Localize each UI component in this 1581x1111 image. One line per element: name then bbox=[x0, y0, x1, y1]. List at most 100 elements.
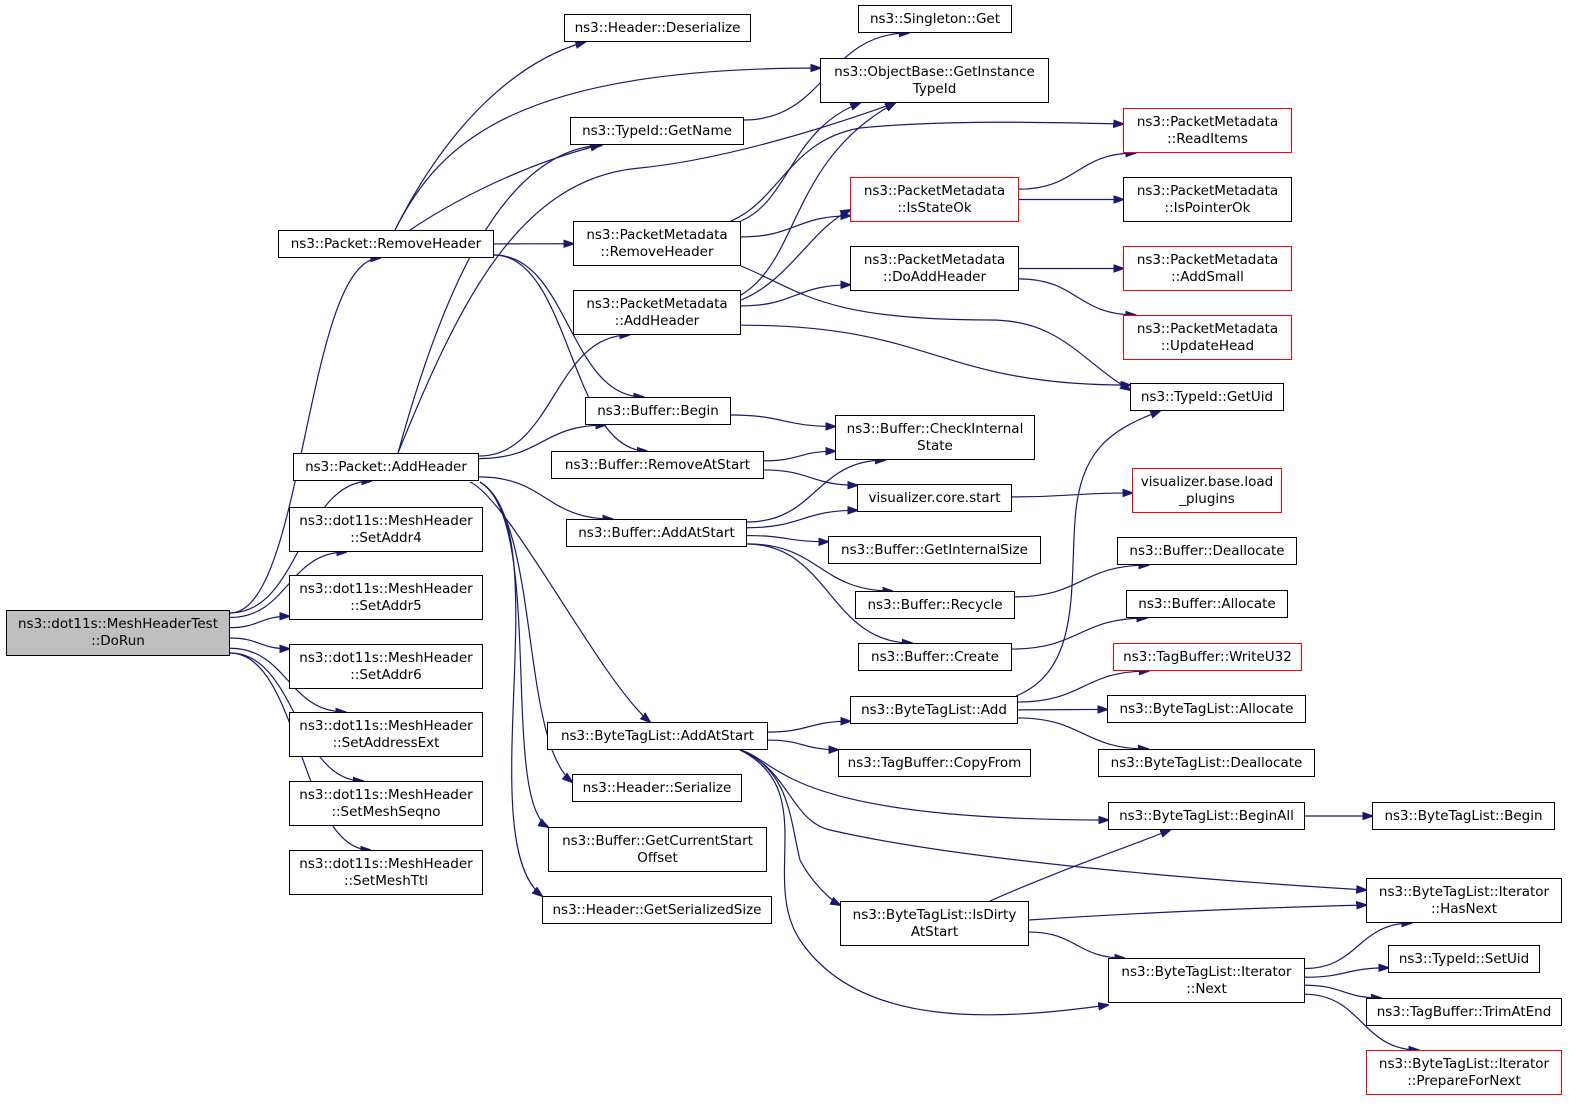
edge-btl_iter_next-to-btl_iter_prep bbox=[1304, 993, 1418, 1050]
node-buf-addatstart[interactable]: ns3::Buffer::AddAtStart bbox=[566, 519, 747, 547]
edge-btl_isdirty-to-btl_iter_hasnext bbox=[1028, 905, 1366, 921]
edge-btl_iter_next-to-btl_iter_hasnext bbox=[1304, 923, 1411, 970]
edge-dorun-to-setaddr4 bbox=[229, 552, 346, 619]
node-tb-copyfrom[interactable]: ns3::TagBuffer::CopyFrom bbox=[838, 749, 1031, 777]
edge-pkt_add-to-buf_getcurstart bbox=[479, 481, 548, 827]
edge-buf_begin-to-buf_checkinternal bbox=[730, 414, 835, 426]
node-setaddr4[interactable]: ns3::dot11s::MeshHeader ::SetAddr4 bbox=[289, 507, 483, 552]
node-typeid-getname[interactable]: ns3::TypeId::GetName bbox=[570, 117, 744, 145]
edge-btl_isdirty-to-btl_iter_next bbox=[1028, 931, 1124, 958]
node-btl-isdirty[interactable]: ns3::ByteTagList::IsDirty AtStart bbox=[840, 901, 1029, 946]
edge-dorun-to-setaddrext bbox=[229, 647, 345, 712]
edge-btl_addatstart-to-btl_add bbox=[767, 721, 850, 733]
node-btl-iter-next[interactable]: ns3::ByteTagList::Iterator ::Next bbox=[1108, 958, 1305, 1003]
node-pm-ispointerok[interactable]: ns3::PacketMetadata ::IsPointerOk bbox=[1123, 177, 1292, 222]
node-pm-addsmall[interactable]: ns3::PacketMetadata ::AddSmall bbox=[1123, 246, 1292, 291]
edge-btl_addatstart-to-tb_copyfrom bbox=[767, 739, 838, 750]
node-pm-doaddheader[interactable]: ns3::PacketMetadata ::DoAddHeader bbox=[850, 246, 1019, 291]
node-btl-begin[interactable]: ns3::ByteTagList::Begin bbox=[1372, 802, 1555, 830]
node-hdr-ser[interactable]: ns3::Header::Serialize bbox=[572, 774, 742, 802]
edge-pkt_remove-to-buf_begin bbox=[493, 254, 643, 397]
node-singleton-get[interactable]: ns3::Singleton::Get bbox=[858, 5, 1012, 33]
edge-pm_remove-to-pm_readitems bbox=[730, 122, 1123, 222]
edge-pkt_add-to-pm_add bbox=[478, 335, 629, 457]
edge-dorun-to-pkt_remove bbox=[229, 258, 380, 614]
node-typeid-setuid[interactable]: ns3::TypeId::SetUid bbox=[1388, 945, 1540, 973]
edge-btl_addatstart-to-btl_iter_next bbox=[739, 749, 1108, 1016]
edge-pkt_add-to-buf_addatstart bbox=[478, 476, 612, 519]
node-btl-beginall[interactable]: ns3::ByteTagList::BeginAll bbox=[1108, 802, 1305, 830]
node-hdr-deser[interactable]: ns3::Header::Deserialize bbox=[564, 14, 751, 42]
edge-btl_isdirty-to-btl_beginall bbox=[989, 830, 1170, 902]
node-setaddr5[interactable]: ns3::dot11s::MeshHeader ::SetAddr5 bbox=[289, 575, 483, 620]
node-setmeshttl[interactable]: ns3::dot11s::MeshHeader ::SetMeshTtl bbox=[289, 850, 483, 895]
edge-pkt_remove-to-hdr_deser bbox=[394, 42, 585, 231]
node-ob-getinst[interactable]: ns3::ObjectBase::GetInstance TypeId bbox=[820, 58, 1049, 103]
node-pm-remove[interactable]: ns3::PacketMetadata ::RemoveHeader bbox=[573, 221, 741, 266]
edge-pkt_remove-to-buf_removeatstart bbox=[493, 254, 647, 451]
edge-dorun-to-setaddr6 bbox=[229, 637, 289, 649]
node-pm-updatehead[interactable]: ns3::PacketMetadata ::UpdateHead bbox=[1123, 315, 1292, 360]
edge-pm_remove-to-ob_getinst bbox=[740, 103, 860, 222]
node-hdr-getsersize[interactable]: ns3::Header::GetSerializedSize bbox=[542, 896, 772, 924]
node-buf-getcurstart[interactable]: ns3::Buffer::GetCurrentStart Offset bbox=[548, 827, 767, 872]
node-pm-add[interactable]: ns3::PacketMetadata ::AddHeader bbox=[573, 290, 741, 335]
node-setaddrext[interactable]: ns3::dot11s::MeshHeader ::SetAddressExt bbox=[289, 712, 483, 757]
edge-pkt_add-to-hdr_getsersize bbox=[479, 481, 542, 896]
node-btl-add[interactable]: ns3::ByteTagList::Add bbox=[850, 696, 1018, 724]
node-pm-readitems[interactable]: ns3::PacketMetadata ::ReadItems bbox=[1123, 108, 1292, 153]
edge-btl_add-to-typeid_getuid bbox=[1015, 411, 1160, 697]
edge-pm_remove-to-typeid_getuid bbox=[740, 265, 1130, 390]
edge-vis_core_start-to-vis_load_plugins bbox=[1011, 493, 1132, 497]
edge-pm_remove-to-pm_isstateok bbox=[740, 216, 850, 238]
edge-pkt_remove-to-ob_getinst bbox=[394, 68, 820, 231]
edge-pm_add-to-pm_isstateok bbox=[740, 210, 850, 301]
edge-pm_add-to-pm_doaddheader bbox=[740, 285, 850, 307]
edge-buf_addatstart-to-buf_getinternalsize bbox=[746, 534, 828, 542]
edge-btl_addatstart-to-btl_iter_hasnext bbox=[739, 749, 1366, 890]
edge-buf_addatstart-to-buf_create bbox=[746, 543, 912, 643]
edge-pkt_add-to-ob_getinst bbox=[397, 103, 895, 454]
edge-pm_isstateok-to-pm_readitems bbox=[1018, 153, 1135, 190]
node-pkt-add[interactable]: ns3::Packet::AddHeader bbox=[293, 453, 479, 481]
edge-btl_iter_next-to-typeid_setuid bbox=[1304, 968, 1388, 978]
edge-buf_removeatstart-to-vis_core_start bbox=[763, 469, 857, 485]
node-buf-create[interactable]: ns3::Buffer::Create bbox=[858, 643, 1012, 671]
edge-pkt_add-to-btl_addatstart bbox=[469, 481, 650, 722]
node-buf-begin[interactable]: ns3::Buffer::Begin bbox=[585, 397, 731, 425]
edge-btl_iter_next-to-tb_trimatend bbox=[1304, 984, 1381, 998]
node-dorun[interactable]: ns3::dot11s::MeshHeaderTest ::DoRun bbox=[6, 610, 230, 656]
node-buf-removeatstart[interactable]: ns3::Buffer::RemoveAtStart bbox=[551, 451, 764, 479]
node-buf-checkinternal[interactable]: ns3::Buffer::CheckInternal State bbox=[835, 415, 1035, 460]
edge-btl_addatstart-to-btl_isdirty bbox=[739, 749, 840, 905]
edge-pkt_remove-to-typeid_getname bbox=[409, 145, 600, 231]
edge-pm_add-to-ob_getinst bbox=[740, 103, 895, 296]
node-vis-core-start[interactable]: visualizer.core.start bbox=[857, 484, 1012, 512]
edge-pm_add-to-typeid_getuid bbox=[740, 324, 1130, 385]
edge-buf_removeatstart-to-buf_checkinternal bbox=[763, 451, 835, 462]
edge-pkt_add-to-typeid_getname bbox=[397, 145, 602, 454]
node-buf-alloc[interactable]: ns3::Buffer::Allocate bbox=[1126, 590, 1288, 618]
node-pm-isstateok[interactable]: ns3::PacketMetadata ::IsStateOk bbox=[850, 177, 1019, 222]
node-btl-iter-prep[interactable]: ns3::ByteTagList::Iterator ::PrepareForN… bbox=[1366, 1050, 1562, 1095]
node-setmeshseqno[interactable]: ns3::dot11s::MeshHeader ::SetMeshSeqno bbox=[289, 781, 483, 826]
node-btl-addatstart[interactable]: ns3::ByteTagList::AddAtStart bbox=[547, 722, 768, 750]
node-btl-iter-hasnext[interactable]: ns3::ByteTagList::Iterator ::HasNext bbox=[1366, 878, 1562, 923]
node-tb-writeu32[interactable]: ns3::TagBuffer::WriteU32 bbox=[1113, 643, 1302, 671]
edge-pm_doaddheader-to-pm_updatehead bbox=[1018, 278, 1135, 315]
node-tb-trimatend[interactable]: ns3::TagBuffer::TrimAtEnd bbox=[1366, 998, 1562, 1026]
node-buf-getinternalsize[interactable]: ns3::Buffer::GetInternalSize bbox=[828, 536, 1041, 564]
edge-buf_recycle-to-buf_dealloc bbox=[1014, 565, 1148, 598]
edge-buf_addatstart-to-buf_recycle bbox=[746, 543, 892, 591]
node-pkt-remove[interactable]: ns3::Packet::RemoveHeader bbox=[278, 230, 494, 258]
node-buf-dealloc[interactable]: ns3::Buffer::Deallocate bbox=[1117, 537, 1297, 565]
edge-btl_add-to-tb_writeu32 bbox=[1017, 671, 1149, 703]
edge-btl_addatstart-to-btl_beginall bbox=[739, 749, 1108, 820]
node-btl-alloc[interactable]: ns3::ByteTagList::Allocate bbox=[1107, 695, 1306, 723]
node-buf-recycle[interactable]: ns3::Buffer::Recycle bbox=[855, 591, 1015, 619]
node-btl-dealloc[interactable]: ns3::ByteTagList::Deallocate bbox=[1098, 749, 1315, 777]
edge-buf_create-to-buf_alloc bbox=[1011, 618, 1146, 650]
node-vis-load-plugins[interactable]: visualizer.base.load _plugins bbox=[1132, 468, 1282, 513]
node-typeid-getuid[interactable]: ns3::TypeId::GetUid bbox=[1130, 383, 1284, 411]
node-setaddr6[interactable]: ns3::dot11s::MeshHeader ::SetAddr6 bbox=[289, 644, 483, 689]
